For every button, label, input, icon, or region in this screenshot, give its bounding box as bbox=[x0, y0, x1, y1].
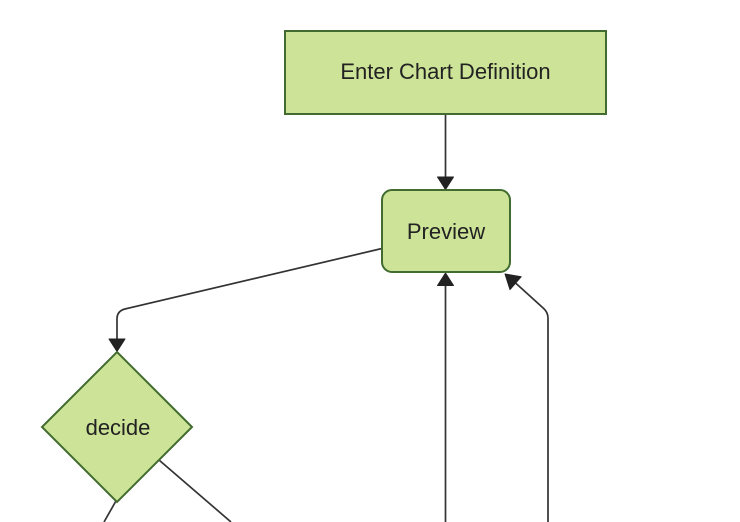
arrowhead-icon-preview-top bbox=[437, 176, 454, 190]
node-preview bbox=[381, 189, 511, 273]
edge-decide-to-offscreen-right bbox=[158, 459, 232, 522]
node-enter-chart-definition bbox=[284, 30, 607, 115]
edge-offscreen-right-to-preview bbox=[514, 281, 549, 522]
node-label-decide: decide bbox=[86, 415, 151, 440]
arrowhead-icon-preview-bottom-right bbox=[504, 273, 522, 291]
node-label-preview: Preview bbox=[407, 219, 485, 244]
arrowhead-icon-decide-top bbox=[108, 338, 126, 352]
node-decide bbox=[40, 350, 194, 504]
edge-preview-to-decide bbox=[116, 247, 383, 340]
edge-decide-to-offscreen-left bbox=[103, 499, 118, 522]
arrowhead-icon-preview-bottom bbox=[437, 272, 454, 286]
node-label-enter-chart-definition: Enter Chart Definition bbox=[340, 59, 550, 84]
